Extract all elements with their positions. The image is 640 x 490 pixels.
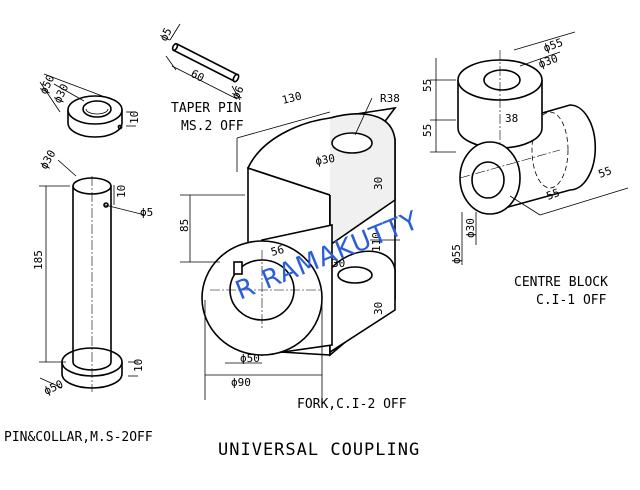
cb-spec: C.I-1 OFF — [536, 293, 607, 308]
fork-hole: ϕ30 — [314, 152, 336, 168]
pin-dia: ϕ30 — [37, 148, 58, 172]
cb-h1: 55 — [421, 79, 434, 92]
cb-id-top: ϕ30 — [537, 52, 560, 71]
taper-pin-label: TAPER PIN — [171, 101, 241, 116]
taper-pin-dbig: ϕ6 — [229, 84, 247, 102]
cb-id-side: ϕ30 — [464, 218, 477, 238]
pin-hole: ϕ5 — [140, 206, 153, 219]
fork-arm-t1: 30 — [372, 177, 385, 190]
taper-pin-length: 60 — [189, 67, 207, 85]
cb-len1: 55 — [545, 186, 562, 203]
pin-collar — [39, 159, 146, 392]
fork-arm-t3: 30 — [372, 302, 385, 315]
cb-h2: 55 — [421, 124, 434, 137]
fork-boss-od: ϕ90 — [231, 376, 251, 389]
fork-gap: 110 — [370, 232, 383, 252]
fork-bore: ϕ50 — [240, 352, 260, 365]
fork-width: 130 — [281, 89, 303, 106]
pin-hole-offset: 10 — [115, 185, 128, 198]
centre-block — [430, 31, 629, 265]
fork — [180, 97, 400, 400]
pin-collar-thk: 10 — [132, 359, 145, 372]
pin-length: 185 — [32, 250, 45, 270]
cb-offset: 38 — [505, 112, 518, 125]
fork-arm-t2: 30 — [332, 257, 345, 270]
fork-label: FORK,C.I-2 OFF — [297, 397, 407, 412]
fork-height: 85 — [178, 219, 191, 232]
cb-len2: 55 — [597, 164, 614, 181]
taper-pin-dsmall: ϕ5 — [157, 26, 175, 44]
cb-od-top: ϕ55 — [542, 36, 565, 55]
cb-od-side: ϕ55 — [450, 244, 463, 264]
taper-pin-spec: MS.2 OFF — [181, 119, 244, 134]
fork-boss-len: 56 — [269, 243, 285, 259]
collar-thk: 10 — [128, 111, 141, 124]
fork-radius: R38 — [380, 92, 400, 105]
cb-label: CENTRE BLOCK — [514, 275, 608, 290]
collar — [39, 73, 136, 138]
drawing-title: UNIVERSAL COUPLING — [218, 440, 420, 460]
taper-pin — [165, 23, 241, 101]
pin-collar-label: PIN&COLLAR,M.S-2OFF — [4, 430, 153, 445]
